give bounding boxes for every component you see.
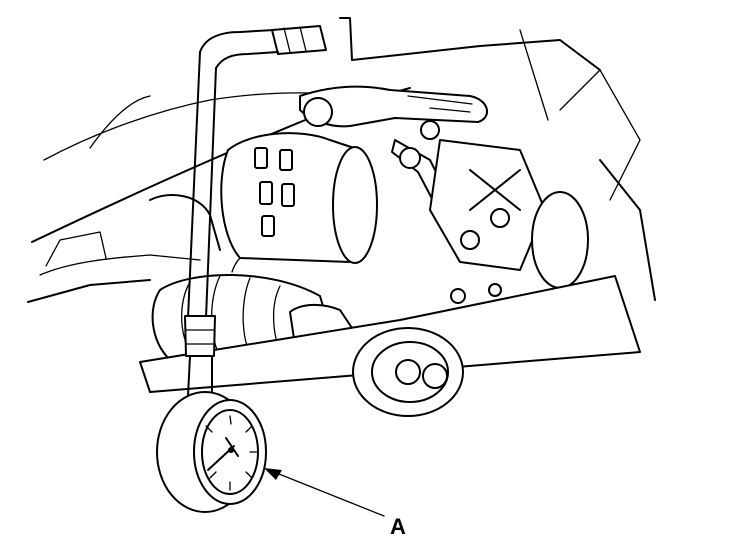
oil-filter [220,132,378,273]
callout-label-a: A [390,514,406,539]
gauge-hose-line [184,25,327,397]
pipe-bracket [299,85,488,246]
callout-leader-line [273,471,385,517]
mounting-flange [429,139,589,304]
engine-block-outline [27,17,656,303]
crank-pulley [352,327,464,417]
callout-arrowhead [264,468,282,480]
callout-a: A [264,468,406,539]
pressure-gauge [156,391,267,513]
